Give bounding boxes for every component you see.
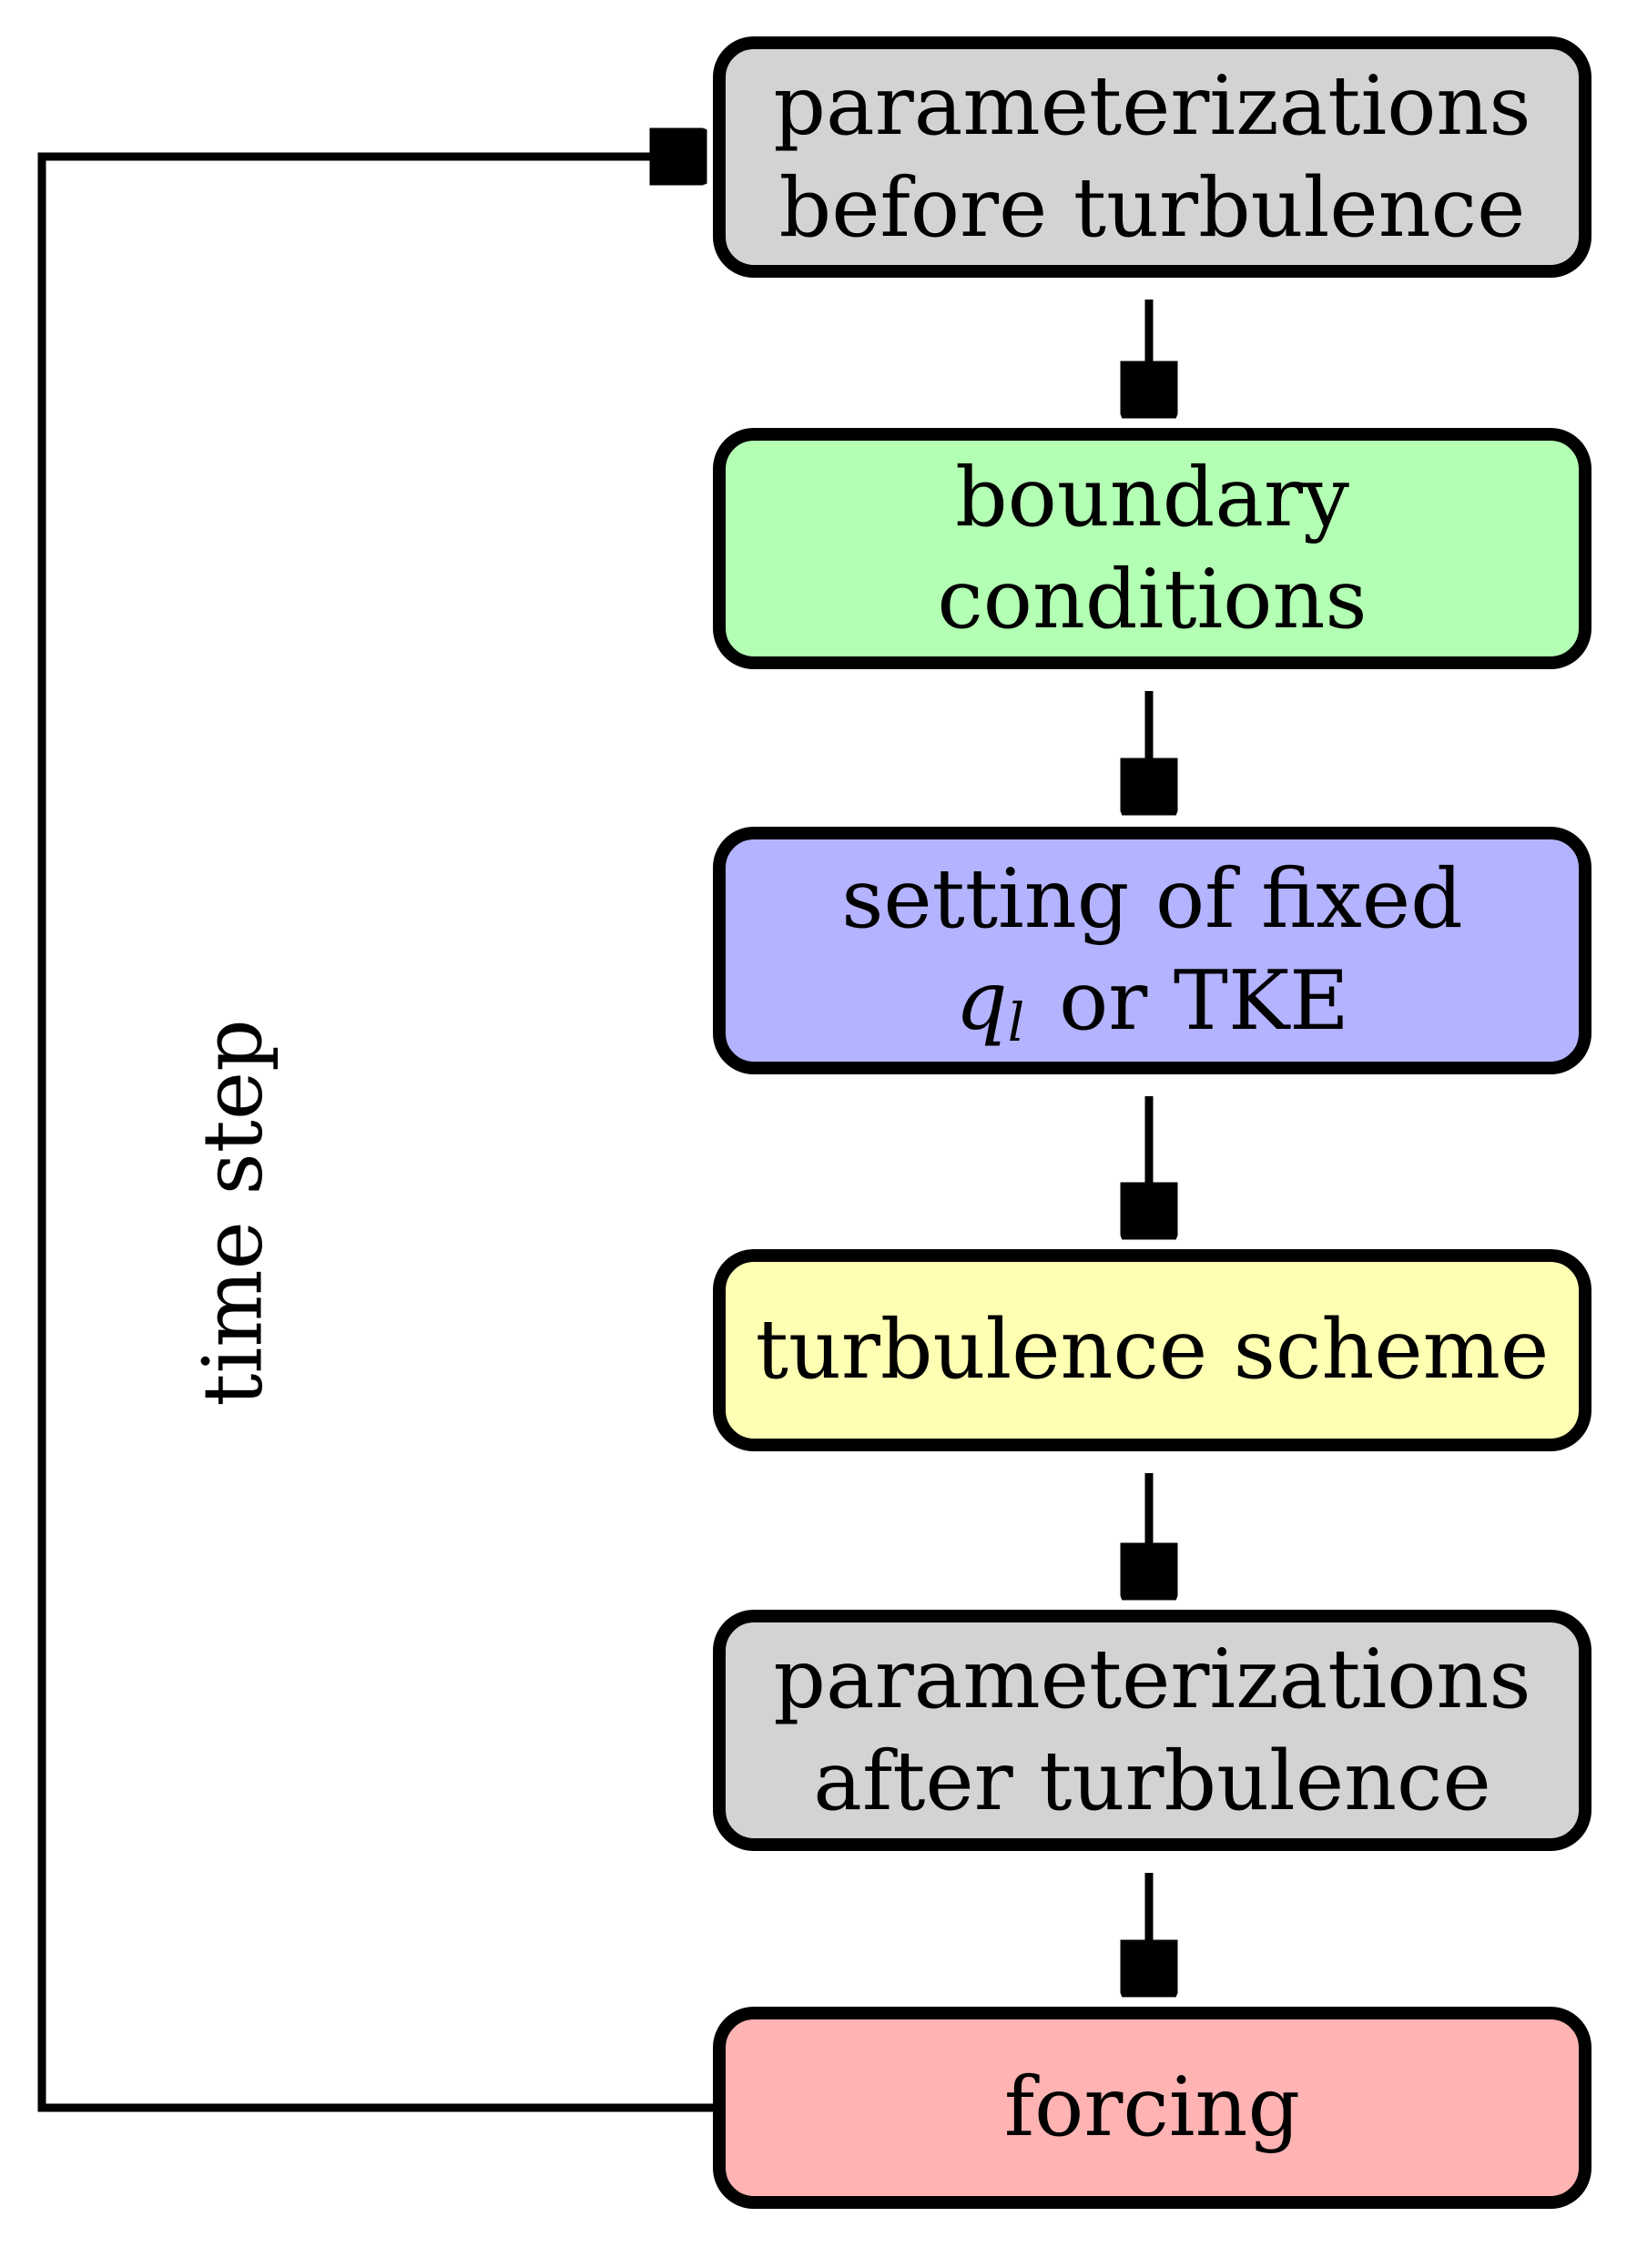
node-label-line: after turbulence <box>813 1733 1491 1829</box>
node-parameterizations-before-turbulence: parameterizations before turbulence <box>713 36 1591 278</box>
node-label-line: parameterizations <box>773 57 1531 154</box>
node-label-line: turbulence scheme <box>755 1302 1550 1398</box>
math-subscript-l: l <box>1007 991 1025 1053</box>
node-label-line: before turbulence <box>778 159 1526 256</box>
node-label-line: parameterizations <box>773 1631 1531 1727</box>
time-step-label: time step <box>185 1019 281 1407</box>
node-label-line: boundary <box>955 449 1349 545</box>
node-label-line-math: ql or TKE <box>955 951 1349 1053</box>
node-boundary-conditions: boundary conditions <box>713 428 1591 669</box>
node-parameterizations-after-turbulence: parameterizations after turbulence <box>713 1610 1591 1851</box>
node-setting-of-fixed-ql-or-tke: setting of fixed ql or TKE <box>713 827 1591 1074</box>
node-label-line: conditions <box>937 551 1368 647</box>
node-forcing: forcing <box>713 2007 1591 2209</box>
node-label-line: setting of fixed <box>841 851 1463 947</box>
math-rest-text: or TKE <box>1059 953 1349 1049</box>
node-label-line: forcing <box>1003 2060 1301 2155</box>
node-turbulence-scheme: turbulence scheme <box>713 1249 1591 1451</box>
math-variable-q: q <box>955 953 1008 1049</box>
time-step-loop-line <box>37 157 717 2112</box>
